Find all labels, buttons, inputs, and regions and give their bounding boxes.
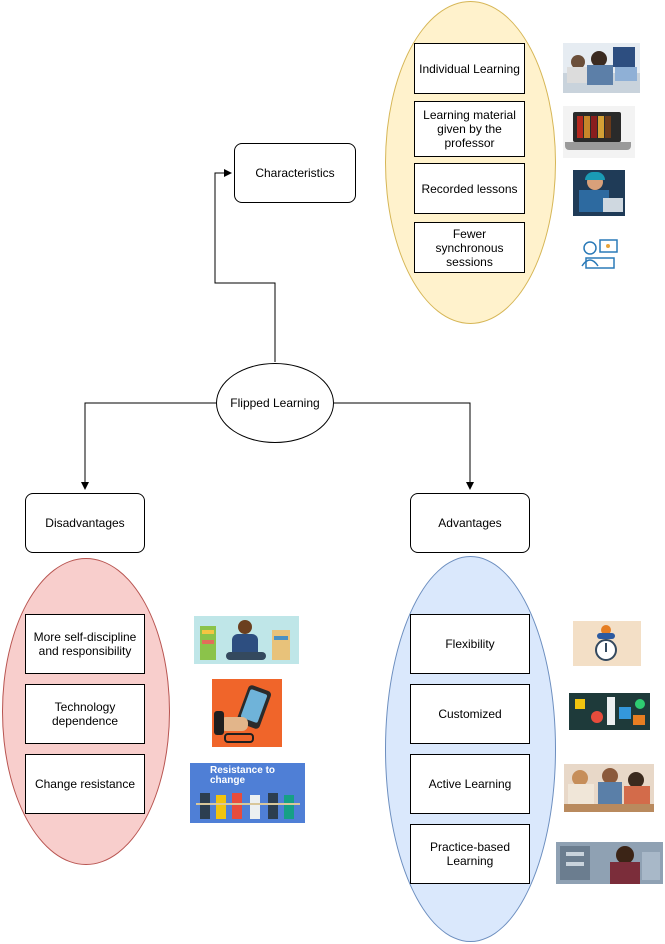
disadvantages-label: Disadvantages [45, 516, 125, 530]
disadvantage-item-label: More self-discipline and responsibility [33, 630, 137, 658]
practice-workshop-image [556, 842, 663, 884]
resistance-to-change-caption: Resistance to change [210, 765, 276, 786]
advantage-item-label: Flexibility [445, 637, 495, 651]
characteristic-item-label: Learning material given by the professor [423, 108, 516, 150]
students-classroom-image [563, 43, 640, 93]
characteristics-node[interactable]: Characteristics [234, 143, 356, 203]
active-learning-image [564, 764, 654, 812]
characteristic-item-label: Fewer synchronous sessions [435, 226, 504, 269]
phone-handcuff-image [212, 679, 282, 747]
characteristic-item-label: Individual Learning [419, 61, 520, 76]
advantage-item-customized[interactable]: Customized [410, 684, 530, 744]
advantage-item-label: Customized [438, 707, 502, 721]
disadvantage-item-label: Technology dependence [51, 700, 119, 728]
online-session-icon [578, 236, 620, 272]
disadvantage-item-discipline[interactable]: More self-discipline and responsibility [25, 614, 145, 674]
characteristic-item-label: Recorded lessons [421, 181, 518, 196]
characteristic-item-individual[interactable]: Individual Learning [414, 43, 525, 94]
characteristic-item-recorded[interactable]: Recorded lessons [414, 163, 525, 214]
advantages-node[interactable]: Advantages [410, 493, 530, 553]
resistance-to-change-image: Resistance to change [190, 763, 305, 823]
recorded-lesson-image [573, 170, 625, 216]
stressed-worker-image [194, 616, 299, 664]
disadvantages-node[interactable]: Disadvantages [25, 493, 145, 553]
customized-learning-image [569, 693, 650, 730]
central-label: Flipped Learning [230, 396, 320, 410]
flexibility-clock-image [573, 621, 641, 666]
laptop-books-image [563, 106, 635, 158]
edge-to-characteristics [214, 169, 276, 362]
advantage-item-practice[interactable]: Practice-based Learning [410, 824, 530, 884]
edge-to-advantages [334, 402, 474, 490]
disadvantage-item-label: Change resistance [34, 777, 136, 791]
advantage-item-label: Active Learning [428, 777, 512, 791]
disadvantage-item-resistance[interactable]: Change resistance [25, 754, 145, 814]
characteristics-label: Characteristics [255, 166, 335, 180]
characteristic-item-sessions[interactable]: Fewer synchronous sessions [414, 222, 525, 273]
edge-to-disadvantages [81, 402, 216, 490]
advantages-label: Advantages [438, 516, 502, 530]
disadvantage-item-technology[interactable]: Technology dependence [25, 684, 145, 744]
central-node[interactable]: Flipped Learning [216, 363, 334, 443]
advantage-item-label: Practice-based Learning [429, 840, 511, 868]
characteristic-item-material[interactable]: Learning material given by the professor [414, 101, 525, 157]
advantage-item-flexibility[interactable]: Flexibility [410, 614, 530, 674]
advantage-item-active[interactable]: Active Learning [410, 754, 530, 814]
